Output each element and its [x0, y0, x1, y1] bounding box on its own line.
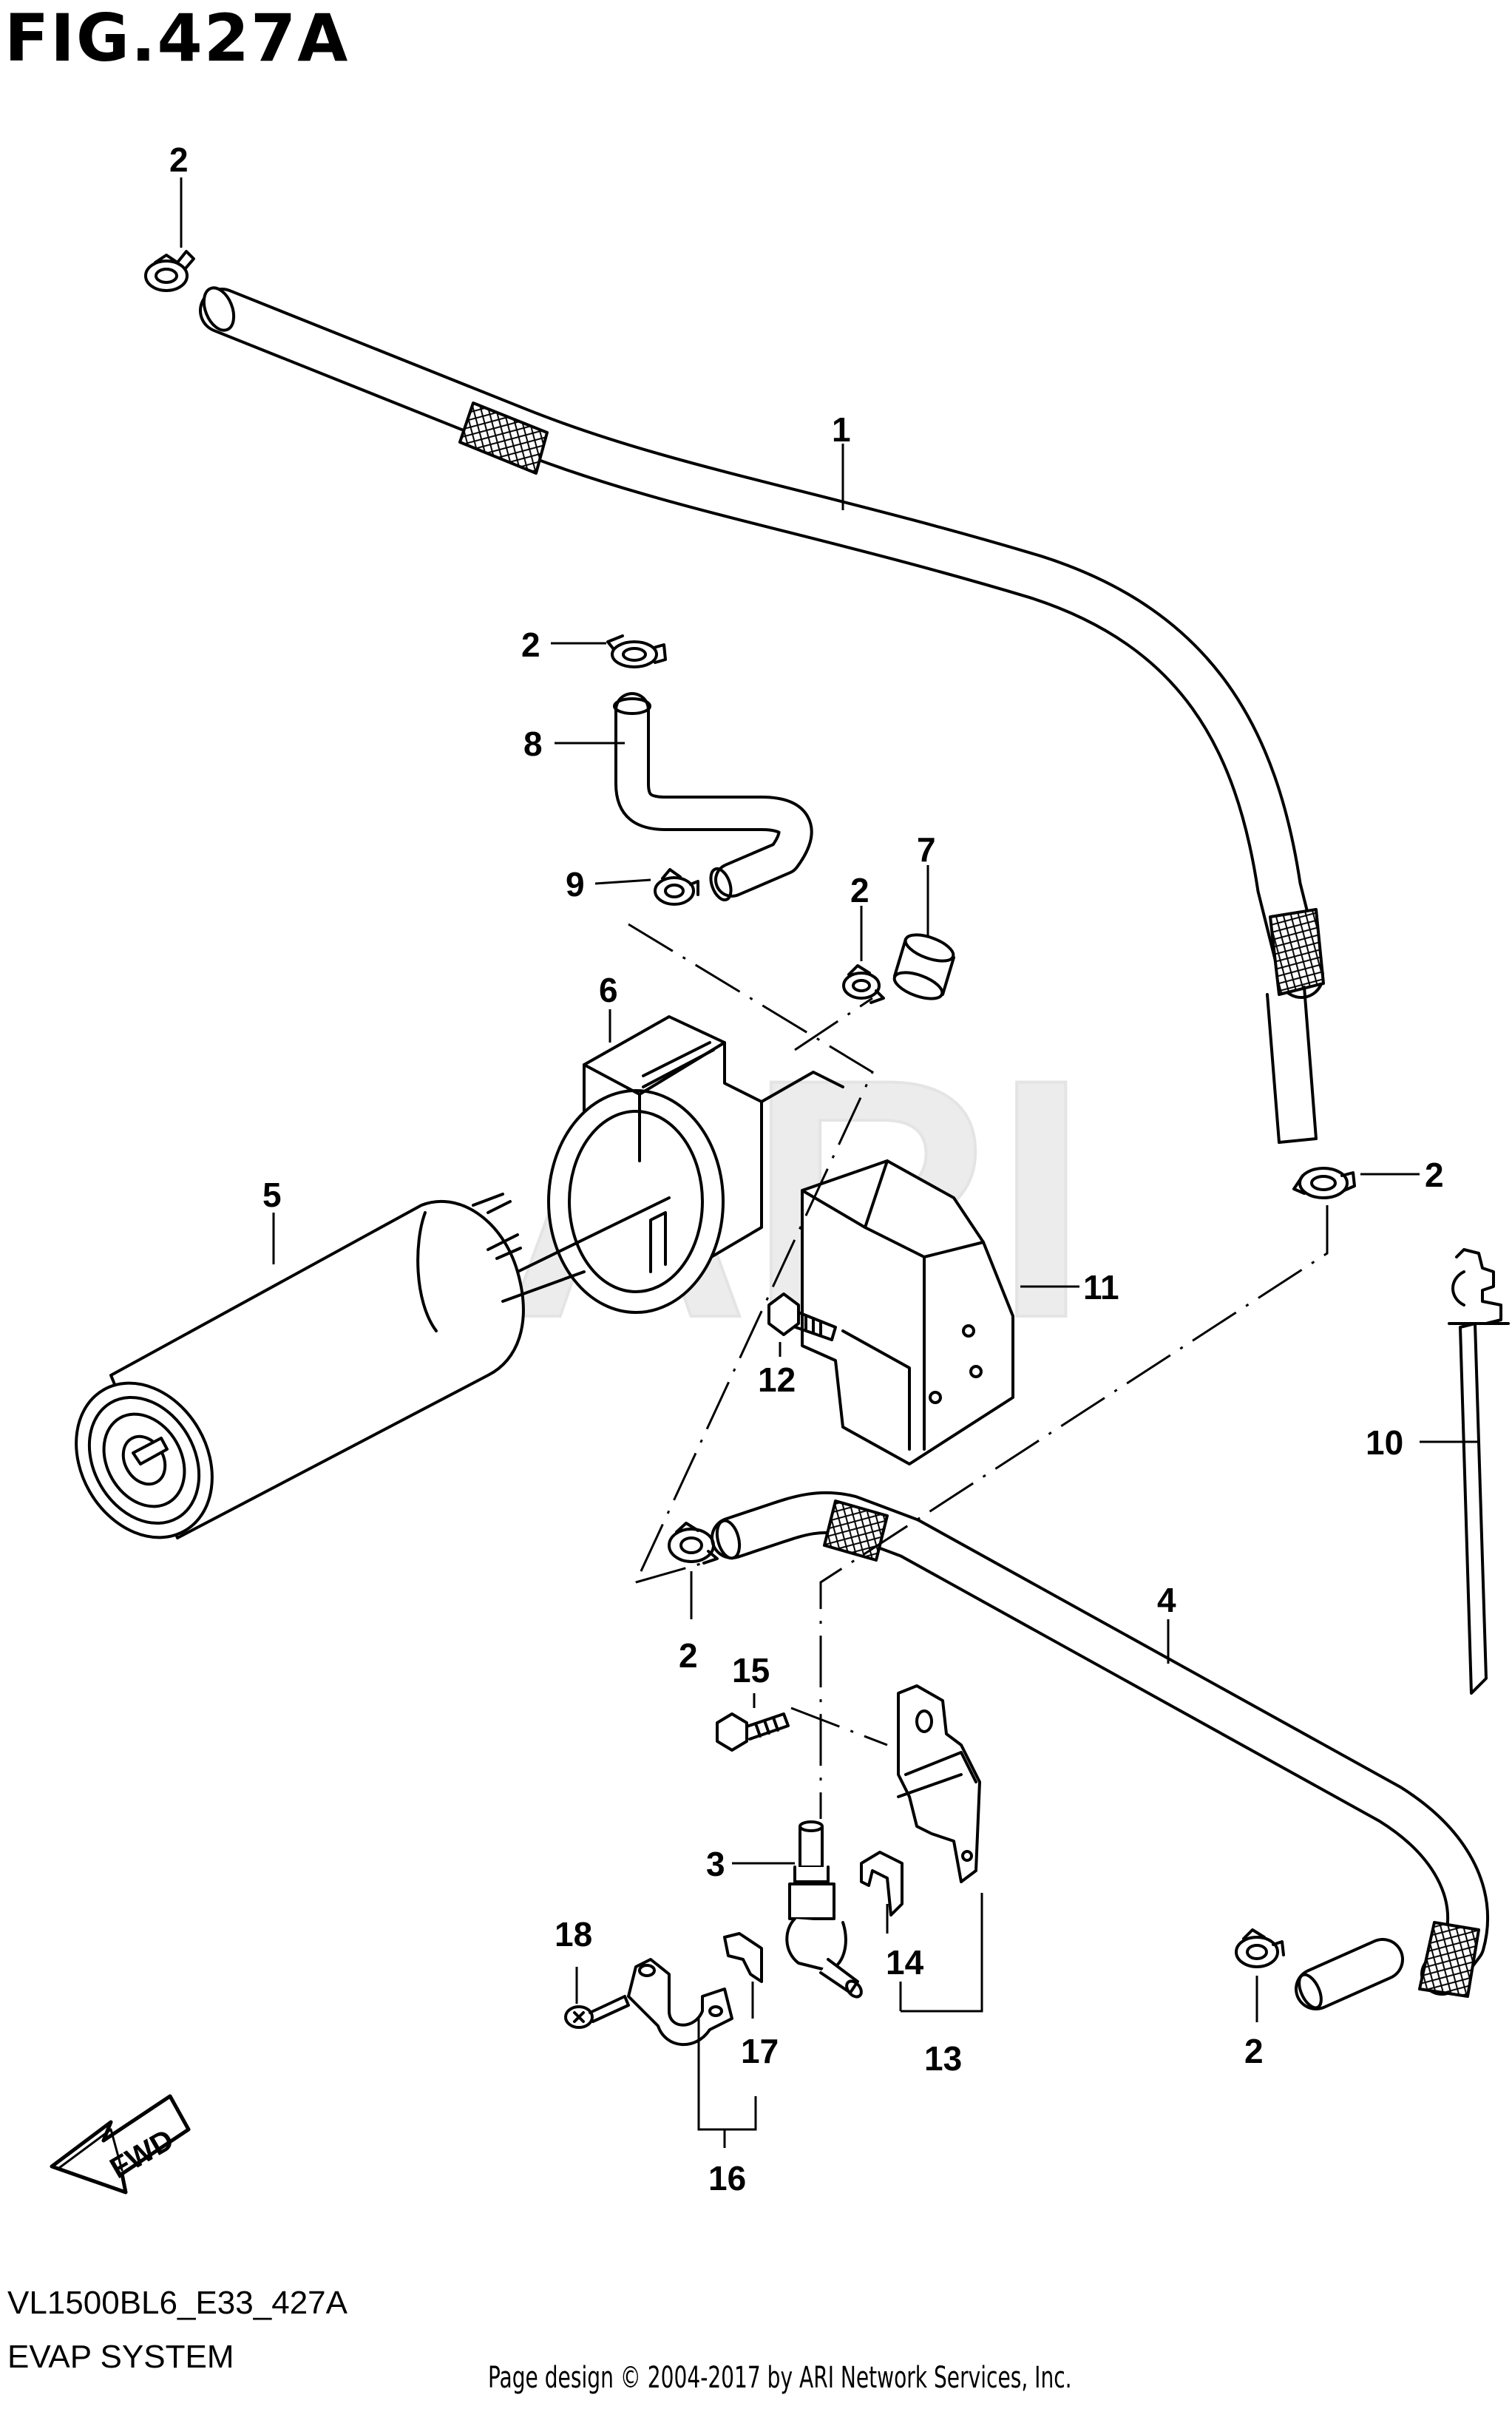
cable-tie-part-10	[1448, 1248, 1510, 1695]
clamp-part-9	[654, 868, 699, 906]
bolt-part-15	[716, 1712, 790, 1752]
callout-18: 18	[555, 1915, 592, 1953]
clamp-top-left	[144, 250, 195, 292]
callout-11: 11	[1083, 1268, 1119, 1307]
screw-part-18	[564, 1995, 630, 2029]
hose-part-4	[711, 1491, 1490, 2010]
callout-2-hose-8: 2	[521, 626, 540, 664]
callout-2-part-7: 2	[850, 871, 869, 909]
clip-part-17	[723, 1932, 763, 1983]
callout-6: 6	[599, 971, 618, 1009]
clamp-right	[1292, 1167, 1356, 1199]
callout-4: 4	[1157, 1581, 1176, 1619]
callout-1: 1	[832, 410, 851, 449]
callout-2-right: 2	[1425, 1156, 1444, 1194]
clamp-near-part-7	[842, 964, 885, 1004]
callout-3: 3	[706, 1845, 725, 1883]
fwd-arrow-icon	[50, 2094, 191, 2195]
hose-part-1	[199, 286, 1325, 1144]
callout-9: 9	[566, 865, 585, 904]
system-name: EVAP SYSTEM	[7, 2339, 234, 2375]
callout-2-lower-right: 2	[1244, 2032, 1264, 2070]
bracket-part-6	[547, 1015, 844, 1314]
callout-7: 7	[917, 830, 936, 869]
model-code: VL1500BL6_E33_427A	[7, 2285, 348, 2321]
tube-part-7	[892, 933, 955, 1000]
callout-16: 16	[708, 2159, 746, 2197]
callout-8: 8	[523, 725, 543, 763]
clamp-lower-left	[668, 1522, 719, 1565]
callout-2-lower-left: 2	[679, 1636, 698, 1675]
callout-2-top-left: 2	[169, 140, 189, 179]
callout-5: 5	[262, 1176, 282, 1214]
callout-17: 17	[741, 2032, 779, 2070]
valve-part-3	[785, 1820, 863, 1999]
fuel-pump-part-5	[75, 1193, 671, 1539]
leader-lines	[180, 177, 1479, 2148]
bolt-part-12	[767, 1292, 837, 1341]
clamp-hose-8-top	[606, 634, 667, 668]
hose-part-8	[613, 692, 813, 902]
callout-12: 12	[758, 1360, 796, 1399]
figure-title: FIG.427A	[4, 0, 350, 76]
clamp-lower-right	[1235, 1928, 1285, 1968]
bracket-part-16	[627, 1958, 733, 2047]
copyright-notice: Page design © 2004-2017 by ARI Network S…	[488, 2361, 1072, 2395]
callout-13: 13	[924, 2039, 962, 2078]
callout-14: 14	[886, 1943, 924, 1982]
callout-15: 15	[732, 1651, 770, 1690]
cover-part-11	[801, 1159, 1014, 1465]
bracket-part-13	[897, 1684, 981, 1883]
callout-10: 10	[1366, 1423, 1403, 1462]
dashed-connector-lines	[628, 923, 1329, 1819]
clip-part-14	[860, 1851, 904, 1917]
